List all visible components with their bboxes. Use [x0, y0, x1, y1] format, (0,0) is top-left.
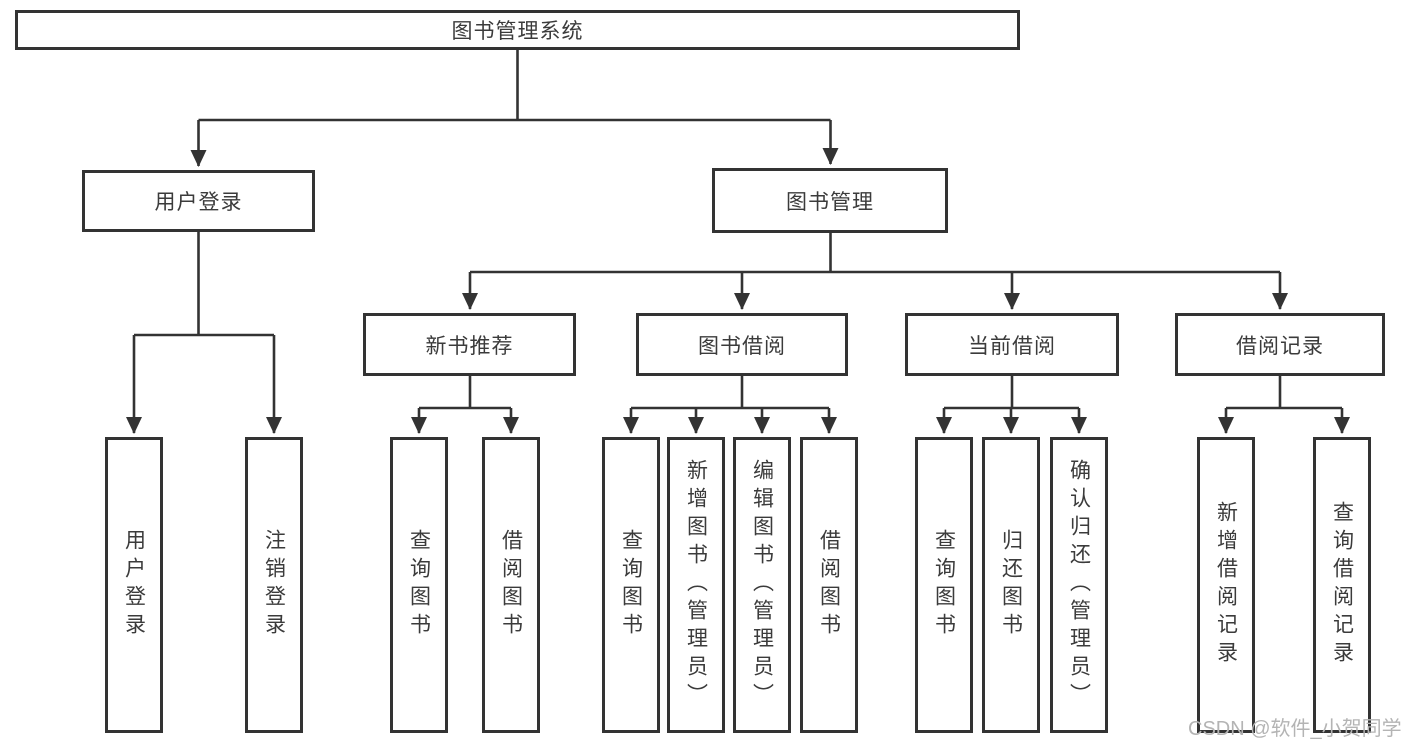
leaf-current-query-books-label: 查询图书	[932, 529, 956, 641]
leaf-borrow-add-books-admin: 新增图书（管理员）	[667, 437, 725, 733]
node-new-book-recommend: 新书推荐	[363, 313, 576, 376]
node-book-borrow-label: 图书借阅	[698, 334, 786, 358]
node-user-login: 用户登录	[82, 170, 315, 232]
leaf-recommend-query-books: 查询图书	[390, 437, 448, 733]
leaf-borrow-edit-books-admin: 编辑图书（管理员）	[733, 437, 791, 733]
leaf-recommend-borrow-books-label: 借阅图书	[499, 529, 523, 641]
leaf-records-add-record: 新增借阅记录	[1197, 437, 1255, 733]
leaf-current-return-books-label: 归还图书	[999, 529, 1023, 641]
node-root-system: 图书管理系统	[15, 10, 1020, 50]
leaf-records-query-record: 查询借阅记录	[1313, 437, 1371, 733]
node-current-borrow: 当前借阅	[905, 313, 1119, 376]
leaf-recommend-query-books-label: 查询图书	[407, 529, 431, 641]
node-root-label: 图书管理系统	[451, 20, 584, 43]
leaf-current-query-books: 查询图书	[915, 437, 973, 733]
leaf-borrow-borrow-books: 借阅图书	[800, 437, 858, 733]
leaf-recommend-borrow-books: 借阅图书	[482, 437, 540, 733]
leaf-user-login-label: 用户登录	[122, 529, 146, 641]
node-user-login-label: 用户登录	[154, 191, 243, 214]
leaf-user-login: 用户登录	[105, 437, 163, 733]
leaf-logout-label: 注销登录	[262, 529, 286, 641]
node-current-borrow-label: 当前借阅	[968, 334, 1056, 358]
node-book-borrow: 图书借阅	[636, 313, 848, 376]
leaf-records-query-record-label: 查询借阅记录	[1330, 501, 1354, 669]
leaf-borrow-add-books-admin-label: 新增图书（管理员）	[684, 459, 708, 711]
node-borrow-records: 借阅记录	[1175, 313, 1385, 376]
node-book-management-label: 图书管理	[786, 190, 874, 214]
leaf-borrow-borrow-books-label: 借阅图书	[817, 529, 841, 641]
leaf-borrow-query-books: 查询图书	[602, 437, 660, 733]
leaf-borrow-query-books-label: 查询图书	[619, 529, 643, 641]
csdn-watermark: CSDN @软件_小贺同学	[1188, 718, 1402, 740]
leaf-current-confirm-return-admin-label: 确认归还（管理员）	[1067, 459, 1091, 711]
leaf-current-return-books: 归还图书	[982, 437, 1040, 733]
leaf-current-confirm-return-admin: 确认归还（管理员）	[1050, 437, 1108, 733]
node-new-book-recommend-label: 新书推荐	[425, 334, 514, 358]
leaf-borrow-edit-books-admin-label: 编辑图书（管理员）	[750, 459, 774, 711]
node-book-management: 图书管理	[712, 168, 948, 233]
leaf-records-add-record-label: 新增借阅记录	[1214, 501, 1238, 669]
node-borrow-records-label: 借阅记录	[1236, 334, 1324, 358]
leaf-logout: 注销登录	[245, 437, 303, 733]
